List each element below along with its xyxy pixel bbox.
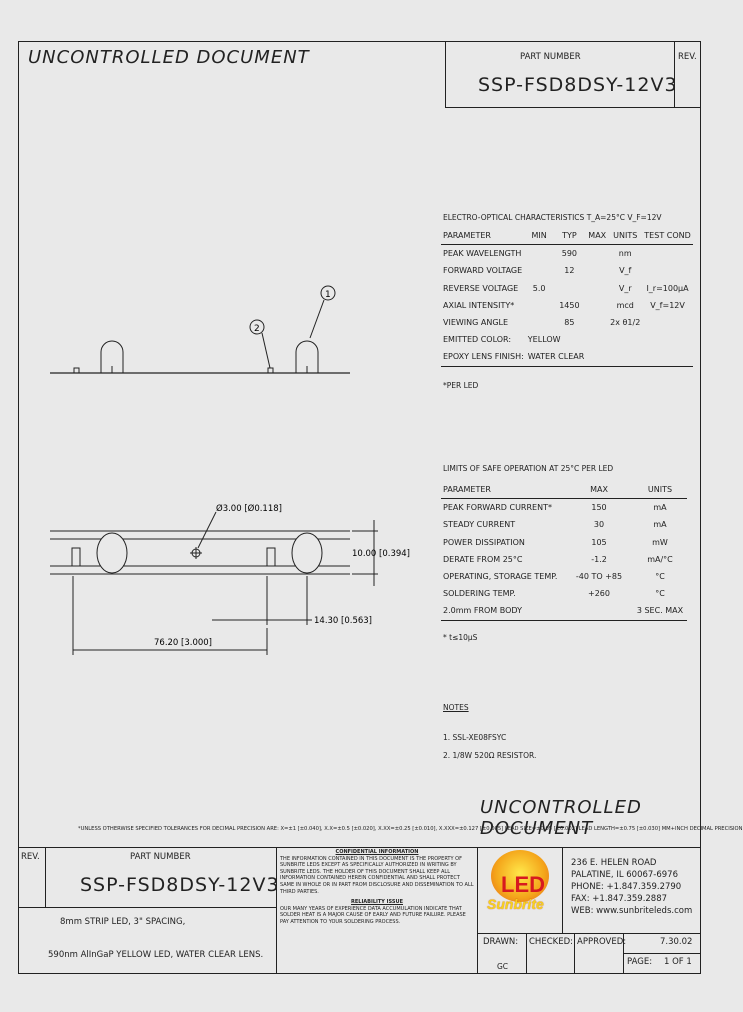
web: WEB: www.sunbriteleds.com bbox=[571, 906, 693, 916]
note-item: 1. SSL-XE08FSYC bbox=[443, 733, 507, 742]
sunbrite-logo: LED Sunbrite bbox=[485, 850, 555, 930]
checked-label: CHECKED: bbox=[529, 937, 573, 947]
table-row: EPOXY LENS FINISH:WATER CLEAR bbox=[441, 348, 693, 367]
company-address: 236 E. HELEN ROAD PALATINE, IL 60067-697… bbox=[571, 857, 692, 917]
address-line: PALATINE, IL 60067-6976 bbox=[571, 870, 678, 880]
fax: FAX: +1.847.359.2887 bbox=[571, 894, 668, 904]
callout-1: 1 bbox=[325, 290, 331, 300]
uncontrolled-footer: UNCONTROLLED DOCUMENT bbox=[480, 797, 642, 839]
table-row: SOLDERING TEMP.+260°C bbox=[443, 589, 665, 599]
date: 7.30.02 bbox=[660, 937, 693, 947]
electro-header: MIN bbox=[525, 227, 553, 246]
reliability-text: OUR MANY YEARS OF EXPERIENCE DATA ACCUMU… bbox=[280, 905, 466, 925]
electro-header: TEST COND bbox=[642, 227, 693, 246]
part-number: SSP-FSD8DSY-12V3 bbox=[478, 74, 678, 96]
drawn-label: DRAWN: bbox=[483, 937, 519, 947]
drawing-sheet bbox=[18, 41, 701, 974]
tb-rev-label: REV. bbox=[21, 852, 40, 862]
electro-table: PARAMETER MIN TYP MAX UNITS TEST COND PE… bbox=[441, 227, 693, 367]
approved-label: APPROVED: bbox=[577, 937, 627, 947]
page-label: PAGE: bbox=[627, 957, 653, 967]
logo-led-text: LED bbox=[501, 872, 545, 897]
limits-table: PARAMETER MAX UNITS PEAK FORWARD CURRENT… bbox=[441, 481, 687, 621]
electro-header: TYP bbox=[552, 227, 587, 246]
dim-spacing: 14.30 [0.563] bbox=[314, 616, 372, 626]
note-item: 2. 1/8W 520Ω RESISTOR. bbox=[443, 751, 537, 760]
notes-title: NOTES bbox=[443, 703, 469, 712]
part-number-label: PART NUMBER bbox=[520, 52, 581, 62]
rev-label: REV. bbox=[678, 52, 697, 62]
tb-description-1: 8mm STRIP LED, 3" SPACING, bbox=[60, 917, 186, 927]
electro-header: MAX bbox=[586, 227, 609, 246]
led-strip-drawing: 1 2 Ø3.00 [Ø0.118] 10.00 [0.394] 14.30 [… bbox=[50, 285, 410, 655]
tolerance-note: *UNLESS OTHERWISE SPECIFIED TOLERANCES F… bbox=[78, 826, 743, 832]
reliability-title: RELIABILITY ISSUE bbox=[351, 899, 403, 906]
address-line: 236 E. HELEN ROAD bbox=[571, 858, 657, 868]
tb-description-2: 590nm AlInGaP YELLOW LED, WATER CLEAR LE… bbox=[48, 950, 264, 960]
dim-diameter: Ø3.00 [Ø0.118] bbox=[216, 503, 282, 514]
logo-sunbrite-text: Sunbrite bbox=[487, 896, 544, 912]
limits-footnote: * t≤10μS bbox=[443, 633, 478, 642]
table-row: OPERATING, STORAGE TEMP.-40 TO +85°C bbox=[443, 572, 665, 582]
dim-height: 10.00 [0.394] bbox=[352, 549, 410, 559]
confidential-title: CONFIDENTIAL INFORMATION bbox=[335, 849, 419, 855]
limits-header: MAX bbox=[565, 481, 633, 500]
page-value: 1 OF 1 bbox=[664, 957, 692, 967]
limits-title: LIMITS OF SAFE OPERATION AT 25°C PER LED bbox=[443, 464, 614, 473]
limits-header: PARAMETER bbox=[441, 481, 565, 500]
phone: PHONE: +1.847.359.2790 bbox=[571, 882, 682, 892]
tb-part-number: SSP-FSD8DSY-12V3 bbox=[80, 874, 280, 896]
electro-header: UNITS bbox=[608, 227, 643, 246]
table-row: EMITTED COLOR:YELLOW bbox=[443, 335, 561, 345]
callout-2: 2 bbox=[254, 324, 260, 334]
uncontrolled-header: UNCONTROLLED DOCUMENT bbox=[28, 47, 310, 68]
electro-title: ELECTRO-OPTICAL CHARACTERISTICS T_A=25°C… bbox=[443, 213, 662, 222]
confidential-block: CONFIDENTIAL INFORMATION THE INFORMATION… bbox=[280, 849, 474, 926]
tb-part-number-label: PART NUMBER bbox=[130, 852, 191, 862]
electro-footnote: *PER LED bbox=[443, 381, 479, 390]
drawn-value: GC bbox=[497, 962, 509, 971]
dim-length: 76.20 [3.000] bbox=[154, 638, 212, 648]
electro-header: PARAMETER bbox=[441, 227, 526, 246]
confidential-text: THE INFORMATION CONTAINED IN THIS DOCUME… bbox=[280, 855, 474, 895]
limits-header: UNITS bbox=[633, 481, 687, 500]
